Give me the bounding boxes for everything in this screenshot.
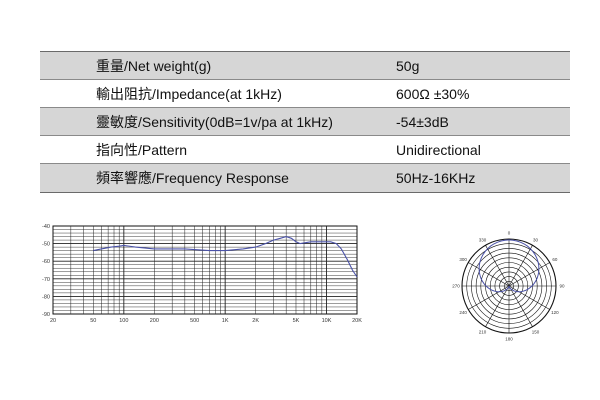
polar-angle-label: 330: [479, 238, 487, 243]
polar-spoke: [508, 262, 550, 287]
polar-pattern-curve: [478, 239, 540, 293]
polar-spoke: [468, 285, 510, 310]
x-tick-label: 2K: [252, 318, 259, 324]
polar-pattern-chart: 0 30 60 90 120 150 180 210 240 270 300 330: [452, 231, 565, 342]
polar-angle-label: 240: [459, 310, 467, 315]
spec-value: 50Hz-16KHz: [396, 170, 476, 186]
polar-angle-label: 90: [559, 284, 565, 289]
spec-label: 頻率響應/Frequency Response: [96, 170, 289, 186]
response-curve: [93, 236, 358, 278]
spec-label: 靈敏度/Sensitivity(0dB=1v/pa at 1kHz): [96, 114, 333, 130]
x-tick-label: 500: [190, 318, 199, 324]
polar-angle-label: 270: [452, 284, 460, 289]
x-tick-label: 20K: [352, 318, 362, 324]
polar-spoke: [485, 245, 510, 287]
polar-angle-label: 210: [479, 329, 487, 334]
spec-value: 50g: [396, 58, 420, 74]
spec-label: 指向性/Pattern: [96, 142, 188, 158]
y-tick-label: -50: [42, 242, 50, 248]
polar-angle-label: 120: [551, 310, 559, 315]
polar-angle-label: 60: [552, 257, 558, 262]
spec-row-pattern: 指向性/Pattern Unidirectional: [40, 136, 570, 164]
x-tick-label: 50: [90, 318, 96, 324]
polar-spoke: [508, 285, 550, 310]
polar-angle-label: 150: [532, 329, 540, 334]
polar-angle-label: 30: [533, 238, 539, 243]
spec-value: 600Ω ±30%: [396, 86, 470, 102]
polar-spoke: [508, 245, 533, 287]
spec-value: Unidirectional: [396, 142, 481, 158]
spec-row-sensitivity: 靈敏度/Sensitivity(0dB=1v/pa at 1kHz) -54±3…: [40, 108, 570, 136]
y-tick-label: -40: [42, 224, 50, 230]
x-tick-label: 5K: [293, 318, 300, 324]
polar-angle-label: 180: [505, 337, 513, 342]
polar-spoke: [485, 285, 510, 327]
x-tick-label: 1K: [222, 318, 229, 324]
spec-row-impedance: 輸出阻抗/Impedance(at 1kHz) 600Ω ±30%: [40, 80, 570, 108]
spec-table: 重量/Net weight(g) 50g 輸出阻抗/Impedance(at 1…: [40, 51, 570, 193]
y-tick-label: -90: [42, 312, 50, 318]
spec-row-frequency: 頻率響應/Frequency Response 50Hz-16KHz: [40, 164, 570, 192]
polar-angle-label: 0: [508, 231, 511, 236]
polar-angle-label: 300: [459, 257, 467, 262]
plot-frame: [52, 225, 358, 315]
y-tick-label: -70: [42, 277, 50, 283]
spec-value: -54±3dB: [396, 114, 449, 130]
y-tick-label: -80: [42, 294, 50, 300]
spec-label: 重量/Net weight(g): [96, 58, 212, 74]
x-tick-label: 200: [150, 318, 159, 324]
polar-spoke: [468, 262, 510, 287]
x-tick-label: 100: [119, 318, 128, 324]
spec-row-weight: 重量/Net weight(g) 50g: [40, 52, 570, 80]
y-tick-label: -60: [42, 259, 50, 265]
x-tick-label: 20: [50, 318, 56, 324]
polar-spoke: [508, 285, 533, 327]
spec-label: 輸出阻抗/Impedance(at 1kHz): [96, 86, 282, 102]
x-tick-label: 10K: [322, 318, 332, 324]
